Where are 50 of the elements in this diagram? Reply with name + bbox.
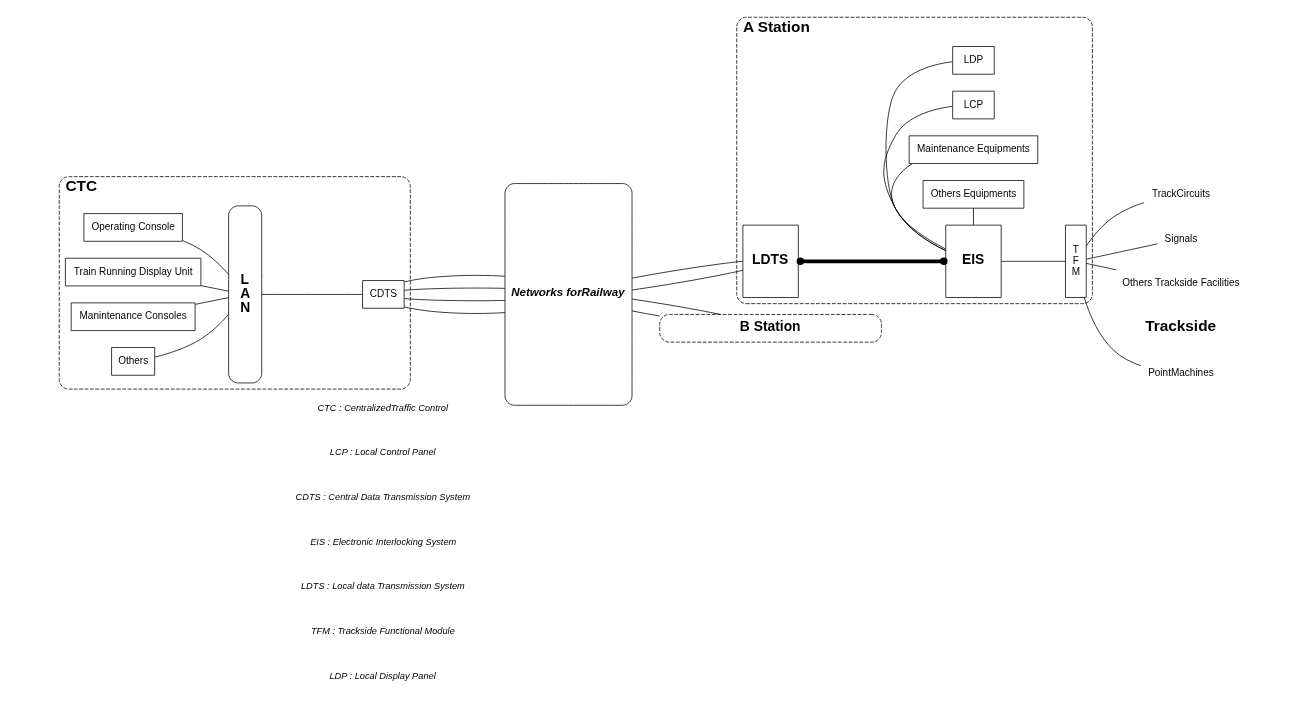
connector [194, 297, 229, 305]
connector [404, 306, 506, 314]
connector [1086, 243, 1158, 260]
node-box: Others [111, 347, 156, 376]
label: LCP : Local Control Panel [329, 447, 436, 458]
node-box: EIS [945, 224, 1002, 298]
node-box: Networks forRailway [504, 183, 633, 406]
connector [200, 285, 229, 292]
node-box: Others Equipments [922, 180, 1025, 209]
connector [404, 298, 506, 302]
node-box: Manintenance Consoles [70, 302, 196, 331]
node-box: Train Running Display Unit [65, 257, 202, 287]
node-box: LDTS [742, 224, 799, 298]
label: LDTS : Local data Transmission System [300, 581, 465, 592]
connector [631, 269, 744, 291]
connector [796, 257, 948, 266]
node-box: LDP [952, 46, 995, 75]
connector [1000, 260, 1066, 262]
node-box: B Station [659, 314, 882, 343]
connector [631, 310, 660, 317]
node-box: CDTS [362, 280, 405, 309]
node-box: T F M [1065, 224, 1087, 298]
connector [261, 294, 363, 295]
label: TFM : Trackside Functional Module [310, 626, 455, 636]
label: LDP : Local Display Panel [329, 670, 436, 681]
node-box: Operating Console [83, 213, 183, 242]
label: Trackside [1145, 317, 1217, 335]
connector [1085, 202, 1145, 247]
connector [631, 260, 744, 279]
node-box: Maintenance Equipments [908, 135, 1039, 164]
connector [1086, 263, 1117, 271]
connector [1083, 297, 1142, 367]
node-text: TrackCircuits [1151, 187, 1210, 199]
connector [631, 298, 721, 315]
node-box: LCP [952, 90, 995, 120]
node-text: PointMachines [1148, 366, 1214, 378]
node-text: Signals [1164, 232, 1198, 244]
connector [182, 240, 229, 275]
node-box: L A N [228, 205, 263, 384]
label: EIS : Electronic Interlocking System [310, 536, 457, 547]
connector [883, 105, 953, 251]
connector [404, 274, 506, 283]
label: CDTS : Central Data Transmission System [295, 492, 471, 503]
node-text: Others Trackside Facilities [1122, 277, 1240, 289]
label: CTC : CentralizedTraffic Control [317, 402, 448, 413]
connector [404, 287, 506, 291]
connector [891, 163, 947, 250]
connector [154, 314, 229, 358]
connector [885, 61, 953, 251]
connector [973, 207, 974, 226]
